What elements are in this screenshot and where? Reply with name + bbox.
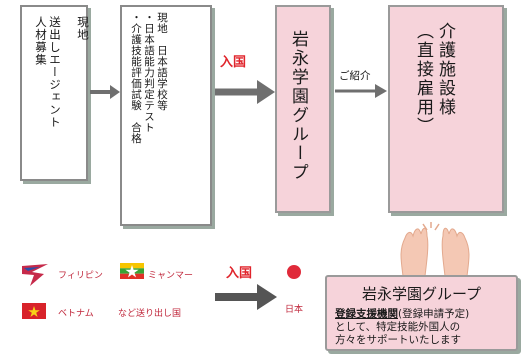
myanmar-label: ミャンマー	[148, 271, 194, 281]
arrow-group-to-care	[335, 84, 387, 98]
vietnam-flag-icon	[22, 303, 46, 319]
registered-support-org: 登録支援機関	[335, 308, 398, 320]
registration-pending: (登録申請予定)	[398, 308, 470, 320]
support-line-1: 登録支援機関(登録申請予定)	[335, 308, 469, 321]
referral-label: ご紹介	[339, 70, 371, 82]
japanese-school-box	[120, 5, 212, 226]
japan-label: 日本	[285, 305, 304, 315]
arrow-school-to-group	[215, 80, 275, 104]
sending-agent-box	[20, 5, 88, 181]
myanmar-flag-icon	[120, 263, 144, 279]
japan-flag-icon	[287, 265, 301, 279]
support-organization-box: 岩永学園グループ 登録支援機関(登録申請予定) として、特定技能外国人の 方々を…	[325, 275, 518, 351]
bottom-entry-label: 入国	[226, 266, 253, 281]
philippines-label: フィリピン	[58, 271, 103, 281]
support-title: 岩永学園グループ	[361, 285, 482, 303]
philippines-map-icon	[22, 264, 48, 286]
hands-illustration	[400, 222, 470, 277]
arrow-agent-to-school	[90, 85, 120, 99]
arrow-to-japan	[215, 284, 277, 310]
support-line-2: として、特定技能外国人の	[335, 321, 461, 333]
care-facility-text: 介護施設様 （直接雇用）	[413, 22, 455, 136]
care-facility-box	[388, 5, 504, 213]
iwanaga-group-text: 岩永学園グループ	[288, 30, 308, 182]
entry-label: 入国	[220, 55, 247, 70]
iwanaga-group-box	[275, 5, 331, 213]
japanese-school-text: 現地 日本語学校等 ・日本語能力判定テスト ・介護技能評価試験 合格	[130, 12, 168, 144]
vietnam-label: ベトナム	[58, 309, 94, 319]
sending-countries-label: など送り出し国	[118, 309, 182, 319]
sending-agent-text: 現地 送出しエージェント 人材募集	[34, 16, 90, 129]
support-line-3: 方々をサポートいたします	[335, 334, 461, 346]
